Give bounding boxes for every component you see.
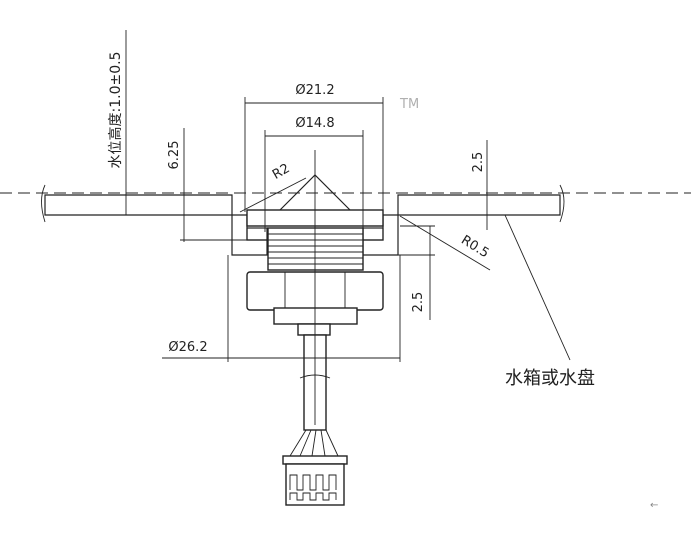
bottom-thickness-label: 2.5 [411,292,426,313]
radius-r2-label: R2 [270,161,292,183]
radius-r05-label: R0.5 [458,233,491,261]
outer-diameter-label: Ø21.2 [295,83,334,98]
inner-diameter-label: Ø14.8 [295,116,334,131]
sensor-body [246,150,384,457]
tank-label: 水箱或水盘 [505,368,595,389]
top-thickness-label: 2.5 [471,152,486,173]
water-level-label: 水位高度:1.0±0.5 [107,52,124,169]
dimension-lines [125,30,571,362]
trademark-label: TM [399,97,419,112]
height-label: 6.25 [167,141,182,170]
corner-arrow-mark: ← [650,500,658,511]
nut-diameter-label: Ø26.2 [168,340,207,355]
connector [282,455,348,506]
